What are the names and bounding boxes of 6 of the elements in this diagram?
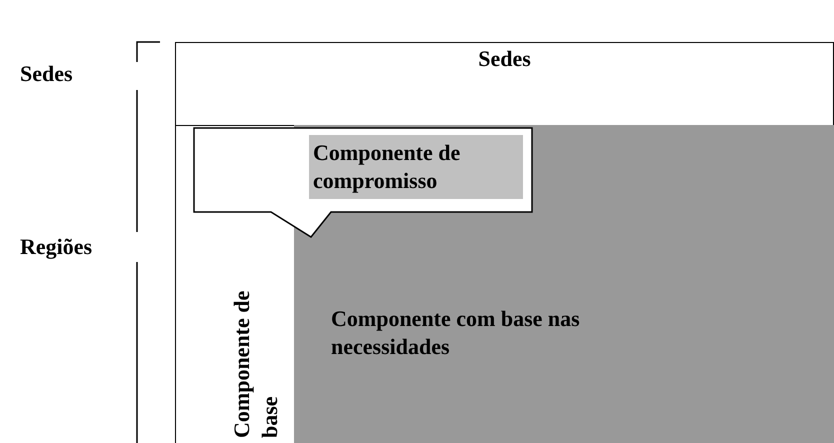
callout-text: Componente de compromisso bbox=[309, 135, 523, 199]
callout-tooltip bbox=[193, 127, 533, 239]
column-title: Componente de base bbox=[228, 290, 283, 438]
region-box bbox=[175, 125, 834, 443]
band-title: Sedes bbox=[477, 45, 532, 73]
panel-title: Componente com base nas necessidades bbox=[331, 305, 581, 361]
